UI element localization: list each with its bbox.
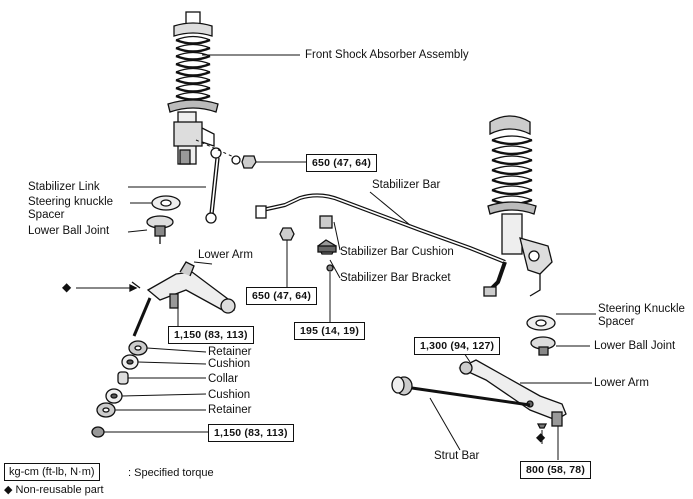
legend-nonreusable-text: Non-reusable part	[15, 484, 104, 496]
retainer-1-part	[128, 340, 148, 356]
torque-650-top: 650 (47, 64)	[306, 154, 378, 172]
label-cushion-2: Cushion	[208, 389, 251, 401]
label-collar: Collar	[208, 373, 239, 385]
label-steering-knuckle-spacer-right: Steering Knuckle Spacer	[598, 303, 685, 328]
legend-unit-box: kg-cm (ft-lb, N·m)	[4, 463, 100, 481]
strut-bar	[391, 376, 531, 407]
legend-unit-description: : Specified torque	[128, 467, 214, 479]
legend-nonreusable: ◆ Non-reusable part	[4, 484, 104, 497]
lower-ball-joint-right	[530, 336, 556, 356]
front-shock-absorber-right	[487, 115, 553, 297]
retainer-2-part	[96, 402, 116, 418]
stabilizer-bar-cushion	[317, 215, 337, 255]
torque-1300: 1,300 (94, 127)	[414, 337, 501, 355]
label-cushion-1: Cushion	[208, 358, 251, 370]
label-stabilizer-bar: Stabilizer Bar	[372, 179, 441, 191]
stabilizer-bar	[255, 193, 507, 297]
torque-1150-upper: 1,150 (83, 113)	[168, 326, 254, 344]
label-stabilizer-bar-cushion: Stabilizer Bar Cushion	[340, 246, 454, 258]
label-stabilizer-link: Stabilizer Link	[28, 181, 100, 193]
label-strut-bar: Strut Bar	[434, 450, 480, 462]
stabilizer-link	[195, 139, 257, 224]
label-lower-arm-right: Lower Arm	[594, 377, 649, 389]
cushion-1-part	[121, 354, 139, 370]
label-lower-arm-left: Lower Arm	[198, 249, 253, 261]
label-retainer-2: Retainer	[208, 404, 252, 416]
diamond-marker-right: ◆	[536, 430, 546, 444]
label-lower-ball-joint-left: Lower Ball Joint	[28, 225, 110, 237]
nut-bottom-part	[91, 426, 105, 438]
label-lower-ball-joint-right: Lower Ball Joint	[594, 340, 676, 352]
torque-195: 195 (14, 19)	[294, 322, 366, 340]
cushion-2-part	[105, 388, 123, 404]
label-front-shock-absorber: Front Shock Absorber Assembly	[305, 49, 469, 61]
front-shock-absorber-left	[167, 11, 219, 165]
diamond-marker-left: ◆	[62, 280, 72, 294]
torque-800: 800 (58, 78)	[520, 461, 592, 479]
torque-650-mid: 650 (47, 64)	[246, 287, 318, 305]
collar-part	[117, 371, 129, 385]
label-stabilizer-bar-bracket: Stabilizer Bar Bracket	[340, 272, 451, 284]
lower-arm-left	[131, 261, 236, 337]
steering-knuckle-spacer-left	[151, 195, 181, 211]
steering-knuckle-spacer-right	[526, 315, 556, 331]
label-steering-knuckle-spacer-left: Steering knuckle Spacer	[28, 196, 114, 221]
torque-1150-lower: 1,150 (83, 113)	[208, 424, 294, 442]
label-retainer-1: Retainer	[208, 346, 252, 358]
diamond-icon: ◆	[4, 484, 13, 496]
lower-ball-joint-left	[146, 215, 174, 244]
lower-arm-right	[458, 359, 567, 427]
